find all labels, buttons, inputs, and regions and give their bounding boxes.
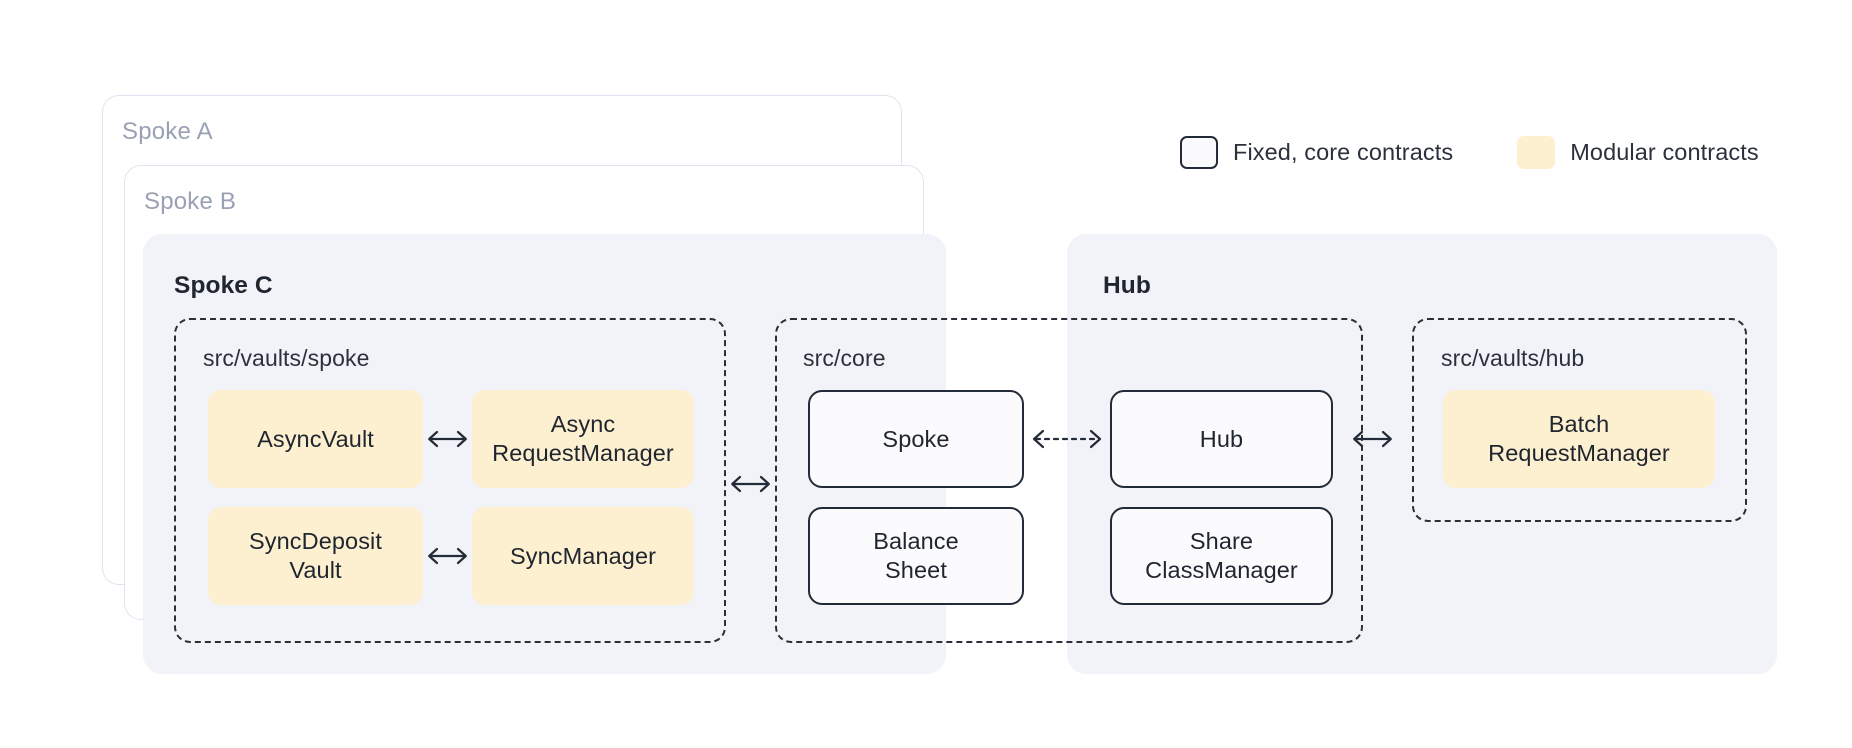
src-core-group [775,318,1363,643]
node-label-line-1: SyncDeposit [248,528,383,555]
node-async-vault-label: AsyncVault [257,425,374,452]
spoke-c-title: Spoke C [174,272,273,299]
spoke-a-title: Spoke A [122,118,213,145]
node-label-line-1: Share [1189,528,1254,555]
node-label-line-2: RequestManager [1488,440,1670,466]
legend: Fixed, core contracts Modular contracts [1180,136,1759,169]
node-label-line-2: ClassManager [1145,557,1298,583]
node-share-class-manager[interactable]: Share ClassManager [1110,507,1333,605]
spoke-b-title: Spoke B [144,188,237,215]
src-vaults-hub-group [1412,318,1747,522]
node-sync-manager-label: SyncManager [509,542,657,569]
node-label-line-2: Sheet [885,557,947,583]
bidirectional-arrow-icon [423,541,472,571]
legend-label-modular-contracts: Modular contracts [1570,139,1759,165]
src-vaults-spoke-group [174,318,726,643]
legend-swatch-modular-icon [1517,136,1556,169]
node-batch-request-manager[interactable]: Batch RequestManager [1443,390,1715,488]
node-hub-label: Hub [1199,425,1244,452]
bidirectional-arrow-icon [423,424,472,454]
node-label-line-1: Batch [1548,411,1610,438]
node-label-line-1: Async [550,411,616,438]
node-label-line-1: Balance [873,528,959,555]
node-label-line-2: RequestManager [492,440,674,466]
legend-item-fixed-core-contracts: Fixed, core contracts [1180,136,1453,169]
bidirectional-arrow-icon [1333,424,1412,454]
node-async-request-manager-label: Async RequestManager [492,410,674,467]
node-sync-manager[interactable]: SyncManager [472,507,694,605]
node-batch-request-manager-label: Batch RequestManager [1488,410,1670,467]
node-sync-deposit-vault[interactable]: SyncDeposit Vault [208,507,423,605]
node-label-line-2: Vault [289,557,342,583]
node-async-vault[interactable]: AsyncVault [208,390,423,488]
node-hub[interactable]: Hub [1110,390,1333,488]
node-balance-sheet[interactable]: Balance Sheet [808,507,1024,605]
legend-swatch-core-icon [1180,136,1218,169]
node-async-request-manager[interactable]: Async RequestManager [472,390,694,488]
node-balance-sheet-label: Balance Sheet [873,527,959,584]
bidirectional-arrow-icon [726,469,775,499]
hub-title: Hub [1103,272,1151,299]
bidirectional-dashed-arrow-icon [1024,424,1110,454]
src-core-label: src/core [803,345,886,371]
node-spoke[interactable]: Spoke [808,390,1024,488]
node-spoke-label: Spoke [882,425,950,452]
src-vaults-spoke-label: src/vaults/spoke [203,345,370,371]
legend-label-fixed-core-contracts: Fixed, core contracts [1233,139,1454,165]
legend-item-modular-contracts: Modular contracts [1517,136,1759,169]
src-vaults-hub-label: src/vaults/hub [1441,345,1585,371]
node-sync-deposit-vault-label: SyncDeposit Vault [249,527,382,584]
node-share-class-manager-label: Share ClassManager [1145,527,1298,584]
